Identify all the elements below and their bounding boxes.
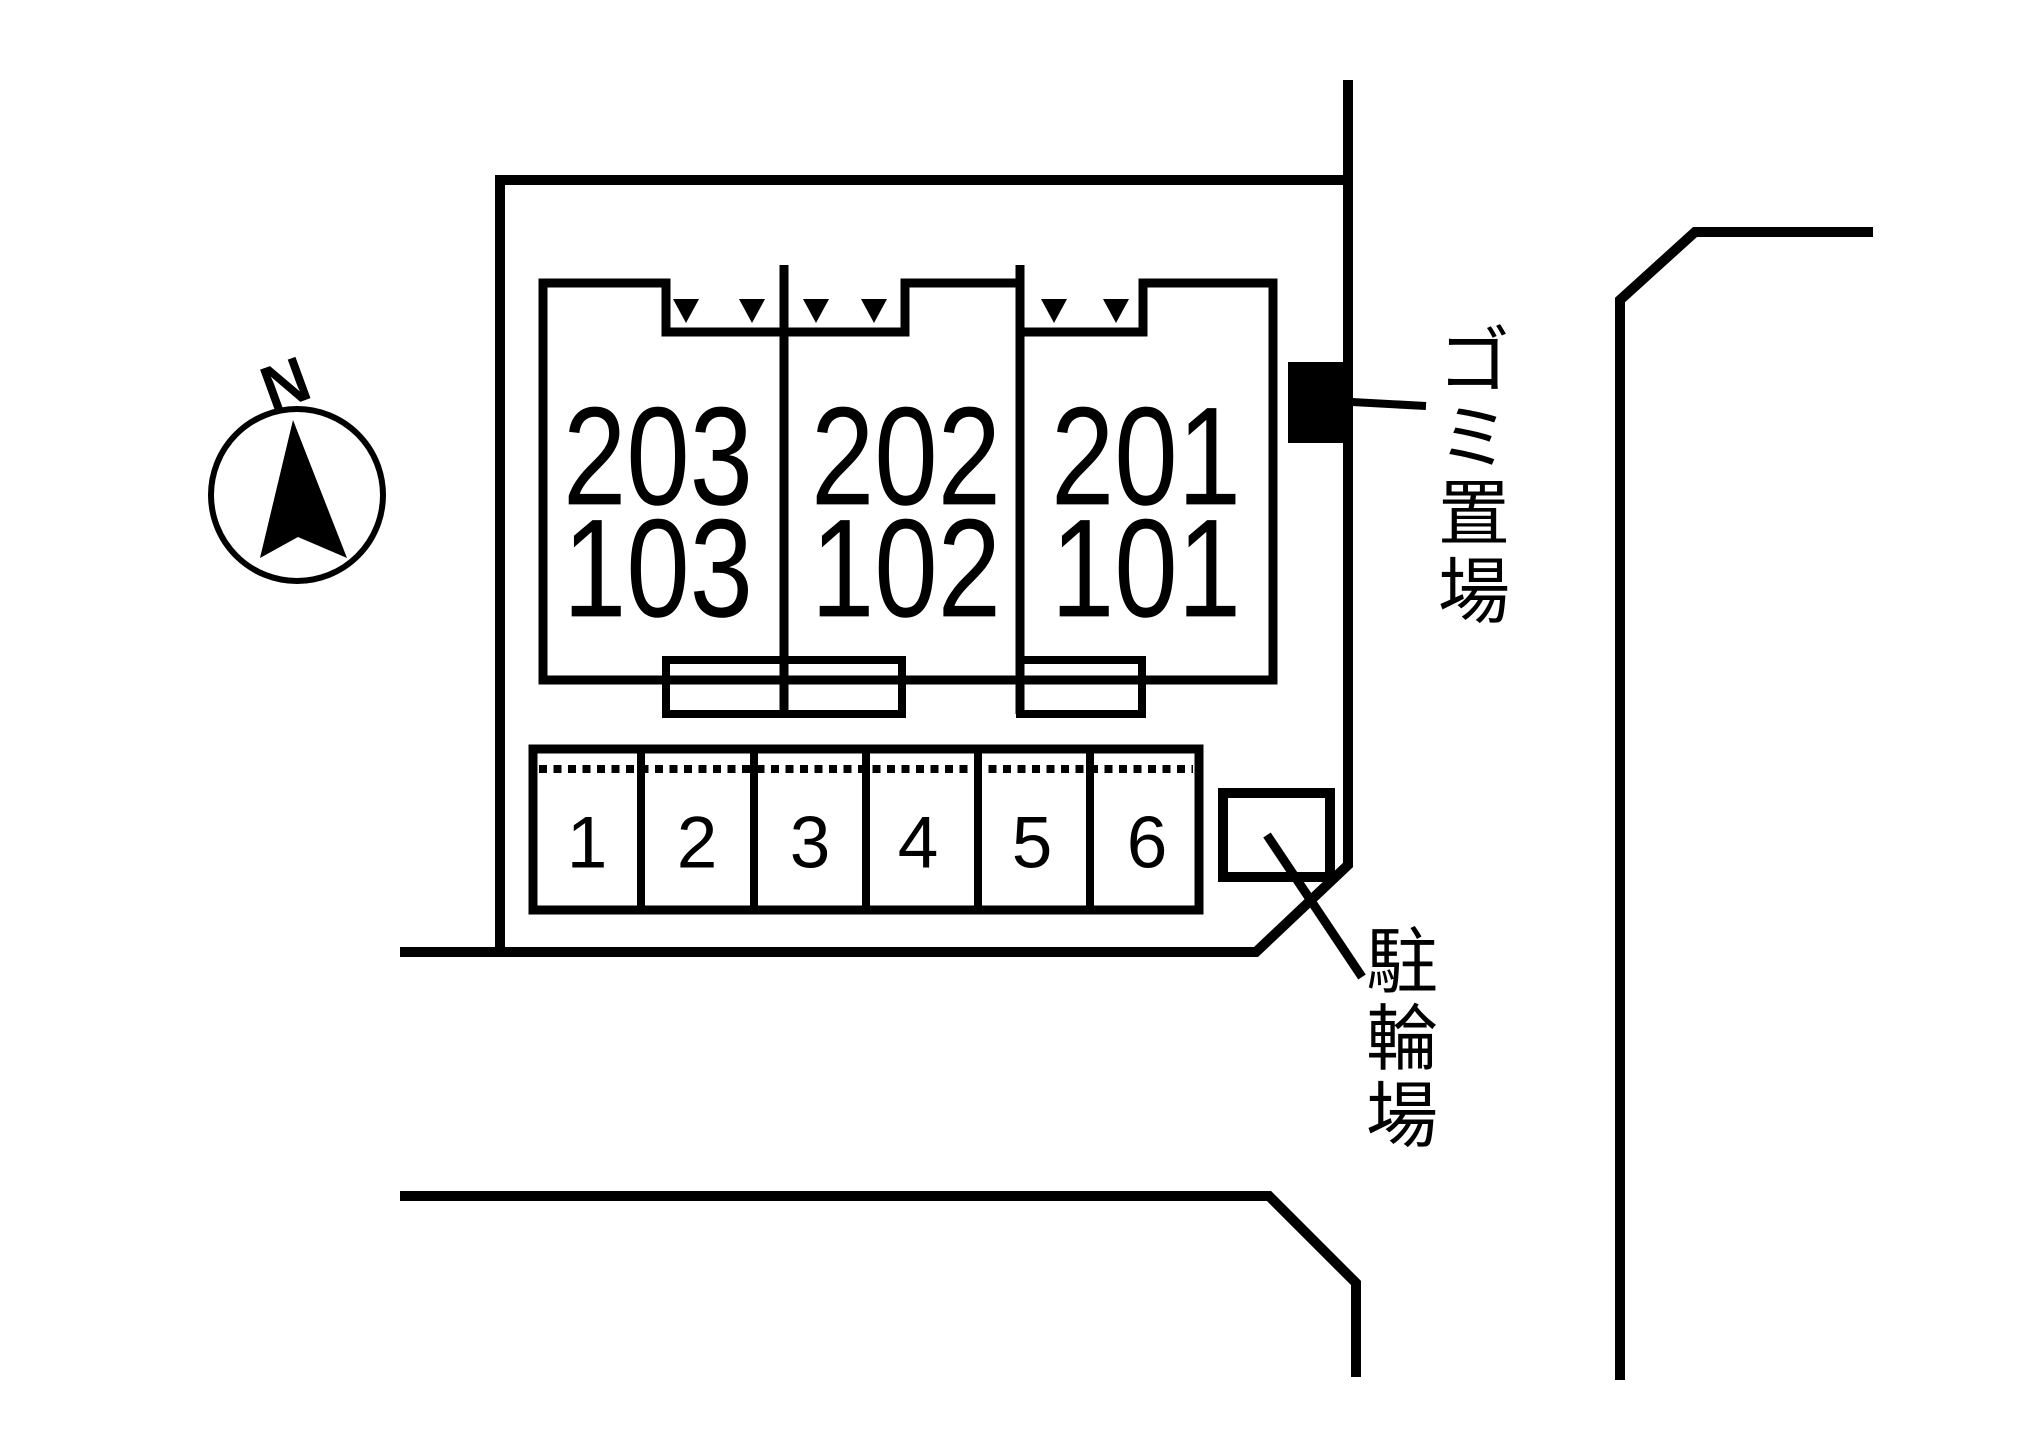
bicycle-leader-line xyxy=(1263,832,1366,980)
garbage-label-char: 置 xyxy=(1438,475,1510,555)
road-edge-east xyxy=(1615,227,1873,1380)
parking-area: 1 2 3 4 5 6 xyxy=(528,744,1204,915)
porch-rect-203 xyxy=(662,656,788,718)
unit-label-upper-203: 203 xyxy=(563,377,753,534)
roads xyxy=(400,227,1873,1380)
entrance-arrow-icon xyxy=(673,299,699,323)
bicycle-label-char: 場 xyxy=(1366,1077,1438,1157)
unit-label-upper-201: 201 xyxy=(1051,377,1241,534)
porch-rect-202 xyxy=(780,656,906,718)
parking-stall-number-2: 2 xyxy=(677,802,718,883)
entrance-arrow-icon xyxy=(803,299,829,323)
compass-north-label: N xyxy=(251,342,319,425)
unit-label-upper-202: 202 xyxy=(811,377,1001,534)
entrance-arrow-icon xyxy=(861,299,887,323)
parking-stall-number-5: 5 xyxy=(1012,802,1053,883)
entrance-arrow-icon xyxy=(1103,299,1129,323)
garbage-label-char: ゴ xyxy=(1438,322,1510,402)
porch-rect-201 xyxy=(1016,656,1146,718)
parking-stall-number-4: 4 xyxy=(898,802,939,883)
compass-needle-icon xyxy=(260,420,347,558)
parking-stall-number-3: 3 xyxy=(790,802,831,883)
site-boundary-left-top xyxy=(495,175,1353,952)
parking-stall-number-6: 6 xyxy=(1127,802,1168,883)
entrance-arrow-icon xyxy=(1041,299,1067,323)
site-boundary xyxy=(400,80,1353,957)
bicycle-label-char: 駐 xyxy=(1366,923,1438,1003)
parking-stall-number-1: 1 xyxy=(567,802,608,883)
garbage-leader-line xyxy=(1351,398,1427,410)
compass-circle xyxy=(208,406,386,584)
unit-label-lower-103: 103 xyxy=(563,489,753,646)
garbage-box-icon xyxy=(1288,362,1348,443)
building: 203 103 202 102 201 101 xyxy=(538,265,1278,718)
entrance-arrow-icon xyxy=(739,299,765,323)
garbage-label-char: ミ xyxy=(1438,399,1510,479)
unit-label-lower-102: 102 xyxy=(811,489,1001,646)
unit-label-lower-101: 101 xyxy=(1051,489,1241,646)
bicycle-box xyxy=(1218,788,1335,882)
bicycle-label-char: 輪 xyxy=(1366,1000,1438,1080)
road-edge-south xyxy=(400,1191,1361,1377)
north-compass: N xyxy=(208,342,386,584)
garbage-area: ゴ ミ 置 場 xyxy=(1288,322,1510,633)
garbage-label-char: 場 xyxy=(1438,553,1510,633)
site-boundary-east-bottom xyxy=(400,80,1353,957)
bicycle-area: 駐 輪 場 xyxy=(1218,788,1438,1157)
